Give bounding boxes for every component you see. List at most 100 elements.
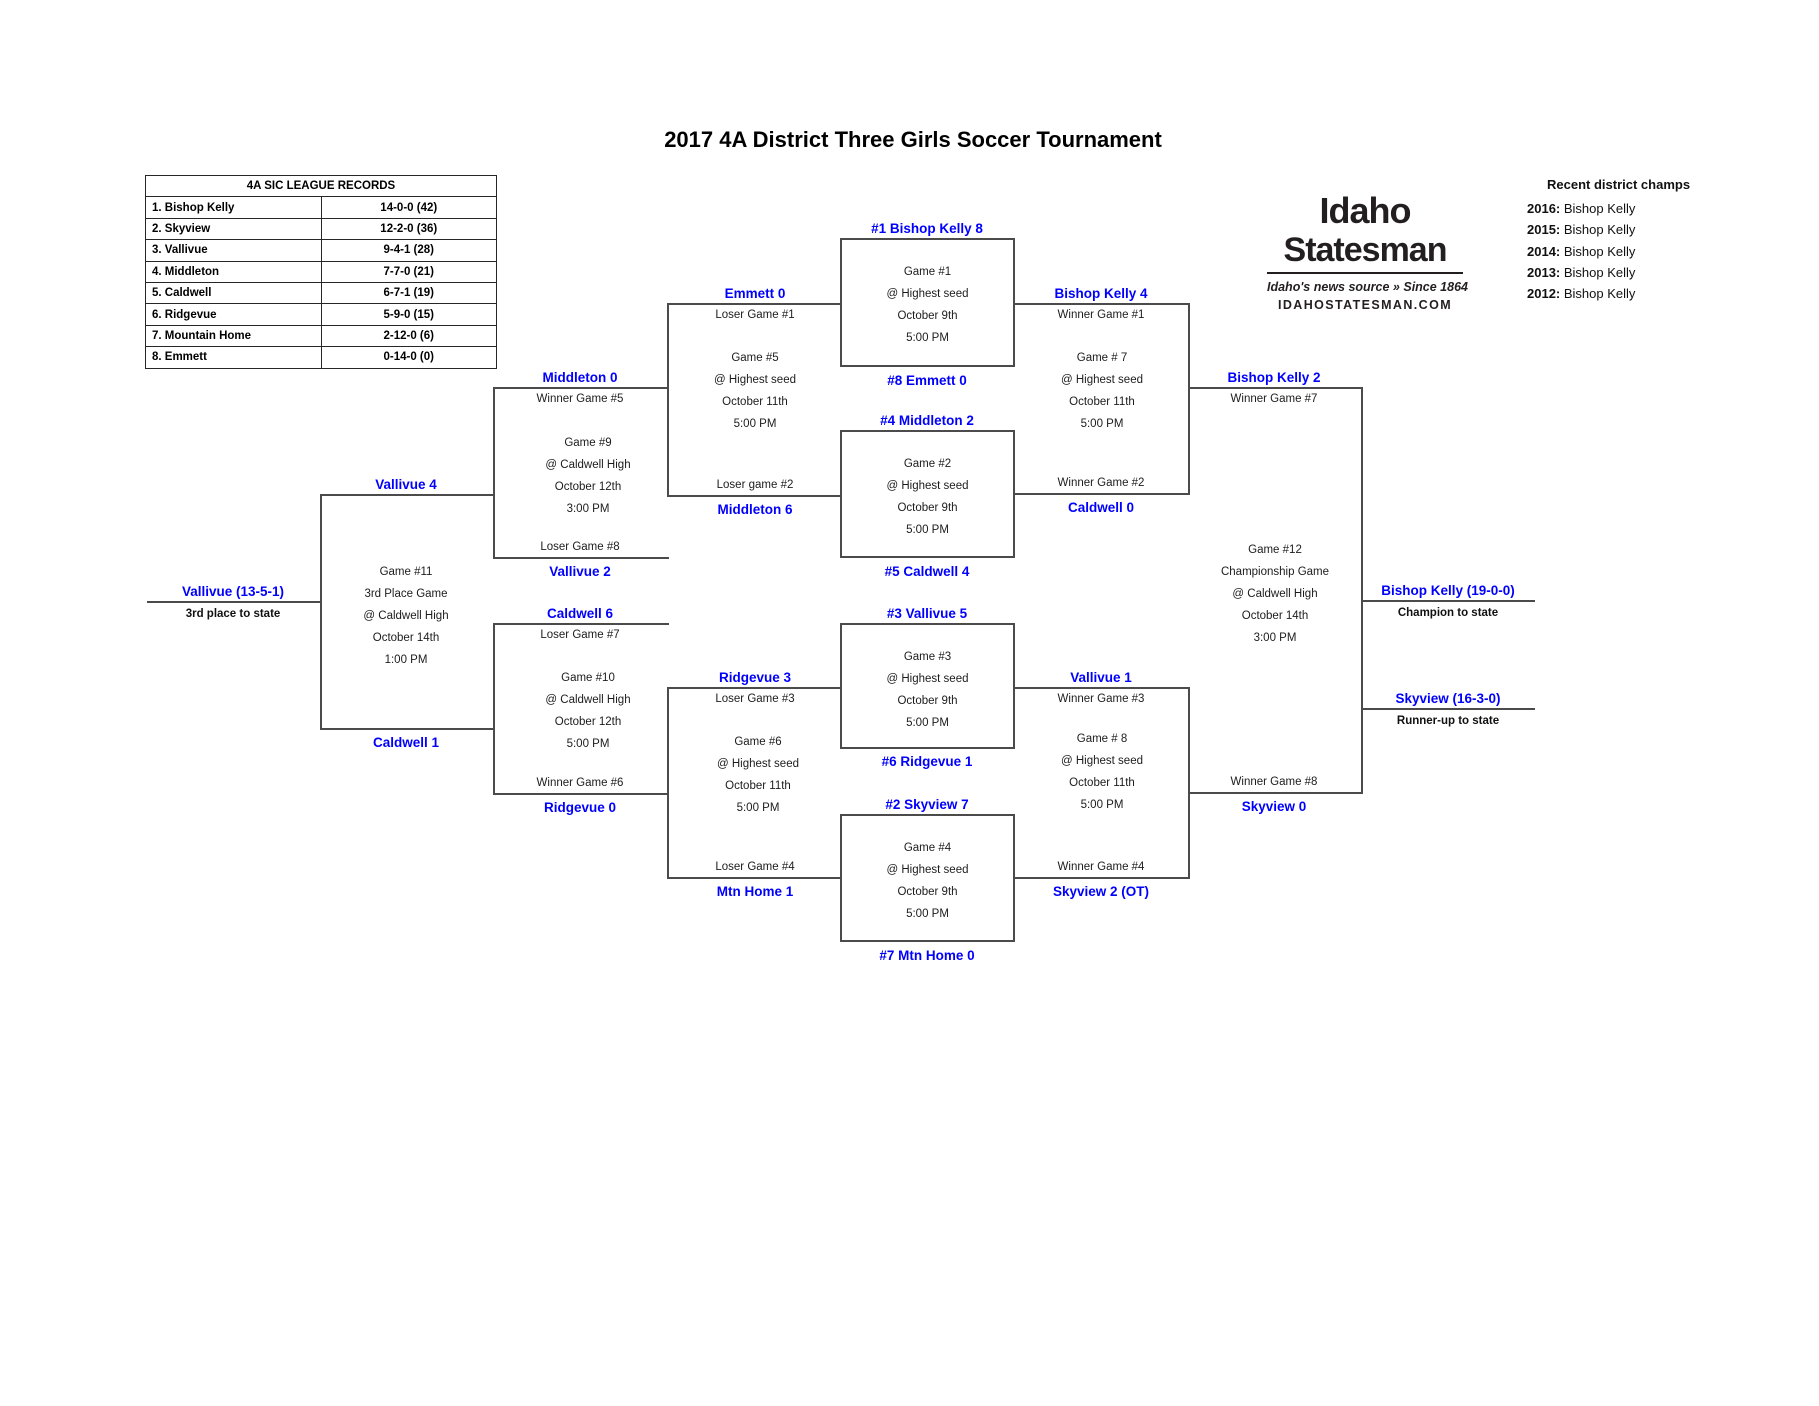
- logo-name-bottom: Statesman: [1283, 231, 1448, 269]
- team-label-bishop-kelly-2: Bishop Kelly 2: [1227, 370, 1321, 385]
- connector-line: [493, 557, 669, 559]
- game-1-box: Game #1 @ Highest seed October 9th 5:00 …: [840, 238, 1015, 367]
- champs-entry: 2015: Bishop Kelly: [1527, 219, 1757, 240]
- game-time: 1:00 PM: [384, 654, 428, 666]
- game-venue: @ Highest seed: [886, 480, 969, 492]
- table-header-row: 4A SIC LEAGUE RECORDS: [145, 174, 497, 198]
- game-number: Game #12: [1248, 544, 1302, 556]
- game-date: October 11th: [1069, 396, 1135, 408]
- record-cell: 0-14-0 (0): [320, 346, 497, 369]
- team-name-cell: 7. Mountain Home: [145, 324, 322, 348]
- connector-line: [667, 495, 843, 497]
- connector-line: [667, 687, 669, 879]
- team-label-vallivue-4: Vallivue 4: [375, 477, 437, 492]
- note-winner-game-8: Winner Game #8: [1230, 776, 1318, 788]
- game-number: Game #4: [903, 842, 952, 854]
- game-number: Game #3: [903, 651, 952, 663]
- connector-line: [1013, 877, 1190, 879]
- team-label-skyview-2-ot: Skyview 2 (OT): [1052, 884, 1150, 899]
- game-venue: @ Highest seed: [1061, 374, 1143, 386]
- note-winner-game-5: Winner Game #5: [536, 393, 624, 405]
- game-date: October 11th: [722, 396, 788, 408]
- game-time: 5:00 PM: [733, 418, 777, 430]
- game-number: Game # 7: [1076, 352, 1128, 364]
- team-label-caldwell-0: Caldwell 0: [1067, 500, 1135, 515]
- note-loser-game-8: Loser Game #8: [540, 541, 620, 553]
- game-venue: @ Highest seed: [714, 374, 796, 386]
- team-name-cell: 4. Middleton: [145, 260, 322, 283]
- seed-label-emmett: #8 Emmett 0: [887, 373, 967, 388]
- team-label-caldwell-6: Caldwell 6: [546, 606, 614, 621]
- connector-line: [667, 687, 843, 689]
- connector-line: [320, 494, 495, 496]
- connector-line: [320, 494, 322, 730]
- team-label-bishop-kelly-4: Bishop Kelly 4: [1054, 286, 1148, 301]
- champs-year: 2013:: [1527, 264, 1561, 280]
- game-date: October 12th: [554, 716, 622, 728]
- record-cell: 2-12-0 (6): [320, 324, 497, 348]
- team-label-vallivue-1: Vallivue 1: [1070, 670, 1132, 685]
- game-number: Game #2: [903, 458, 952, 470]
- seed-label-caldwell: #5 Caldwell 4: [884, 564, 970, 579]
- record-cell: 6-7-1 (19): [320, 281, 497, 305]
- team-label-middleton-6: Middleton 6: [717, 502, 793, 517]
- logo-website: IDAHOSTATESMAN.COM: [1277, 298, 1453, 312]
- seed-label-ridgevue: #6 Ridgevue 1: [881, 754, 973, 769]
- team-name-cell: 2. Skyview: [145, 217, 322, 241]
- note-loser-game-3: Loser Game #3: [715, 693, 795, 705]
- team-label-emmett-0: Emmett 0: [724, 286, 786, 301]
- team-name-cell: 1. Bishop Kelly: [145, 196, 322, 219]
- game-venue: @ Caldwell High: [363, 610, 449, 622]
- champs-team: Bishop Kelly: [1563, 243, 1636, 259]
- connector-line: [493, 623, 495, 795]
- recent-champs-list: Recent district champs 2016: Bishop Kell…: [1527, 177, 1757, 304]
- connector-line: [667, 877, 843, 879]
- logo-name-top: Idaho: [1319, 190, 1412, 231]
- game-6-details: Game #6 @ Highest seed October 11th 5:00…: [717, 731, 799, 819]
- game-venue: @ Caldwell High: [1232, 588, 1318, 600]
- champs-year: 2015:: [1527, 222, 1561, 238]
- team-name-cell: 5. Caldwell: [145, 281, 322, 305]
- game-time: 5:00 PM: [736, 802, 780, 814]
- note-champion-to-state: Champion to state: [1397, 607, 1499, 619]
- game-number: Game #1: [903, 266, 952, 278]
- note-winner-game-1: Winner Game #1: [1057, 309, 1145, 321]
- page-title: 2017 4A District Three Girls Soccer Tour…: [664, 127, 1162, 152]
- game-date: October 12th: [554, 481, 622, 493]
- record-cell: 7-7-0 (21): [320, 260, 497, 283]
- seed-label-middleton: #4 Middleton 2: [880, 413, 974, 428]
- champs-title: Recent district champs: [1547, 177, 1691, 192]
- game-number: Game #10: [561, 672, 615, 684]
- game-venue: @ Highest seed: [717, 758, 799, 770]
- connector-line: [667, 303, 669, 497]
- game-3-details: Game #3 @ Highest seed October 9th 5:00 …: [842, 646, 1013, 734]
- connector-line: [1013, 687, 1190, 689]
- record-cell: 9-4-1 (28): [320, 239, 497, 262]
- champs-team: Bishop Kelly: [1563, 201, 1636, 216]
- connector-line: [493, 387, 495, 559]
- game-5-details: Game #5 @ Highest seed October 11th 5:00…: [714, 347, 796, 435]
- connector-line: [1188, 792, 1363, 794]
- game-venue: @ Caldwell High: [545, 459, 631, 471]
- connector-line: [1013, 303, 1190, 305]
- idaho-statesman-logo: Idaho Statesman Idaho's news source » Si…: [1267, 190, 1468, 312]
- connector-line: [667, 303, 843, 305]
- connector-line: [1188, 687, 1190, 879]
- record-cell: 12-2-0 (36): [320, 217, 497, 241]
- connector-line: [1188, 303, 1190, 495]
- note-winner-game-3: Winner Game #3: [1057, 693, 1145, 705]
- champs-entry: 2016: Bishop Kelly: [1527, 198, 1757, 219]
- third-place-line: [147, 601, 322, 603]
- game-time: 5:00 PM: [1080, 418, 1124, 430]
- logo-rule: [1267, 272, 1463, 274]
- champs-year: 2014:: [1527, 243, 1561, 259]
- game-time: 3:00 PM: [566, 503, 610, 515]
- note-loser-game-2: Loser game #2: [716, 479, 794, 491]
- connector-line: [1013, 493, 1190, 495]
